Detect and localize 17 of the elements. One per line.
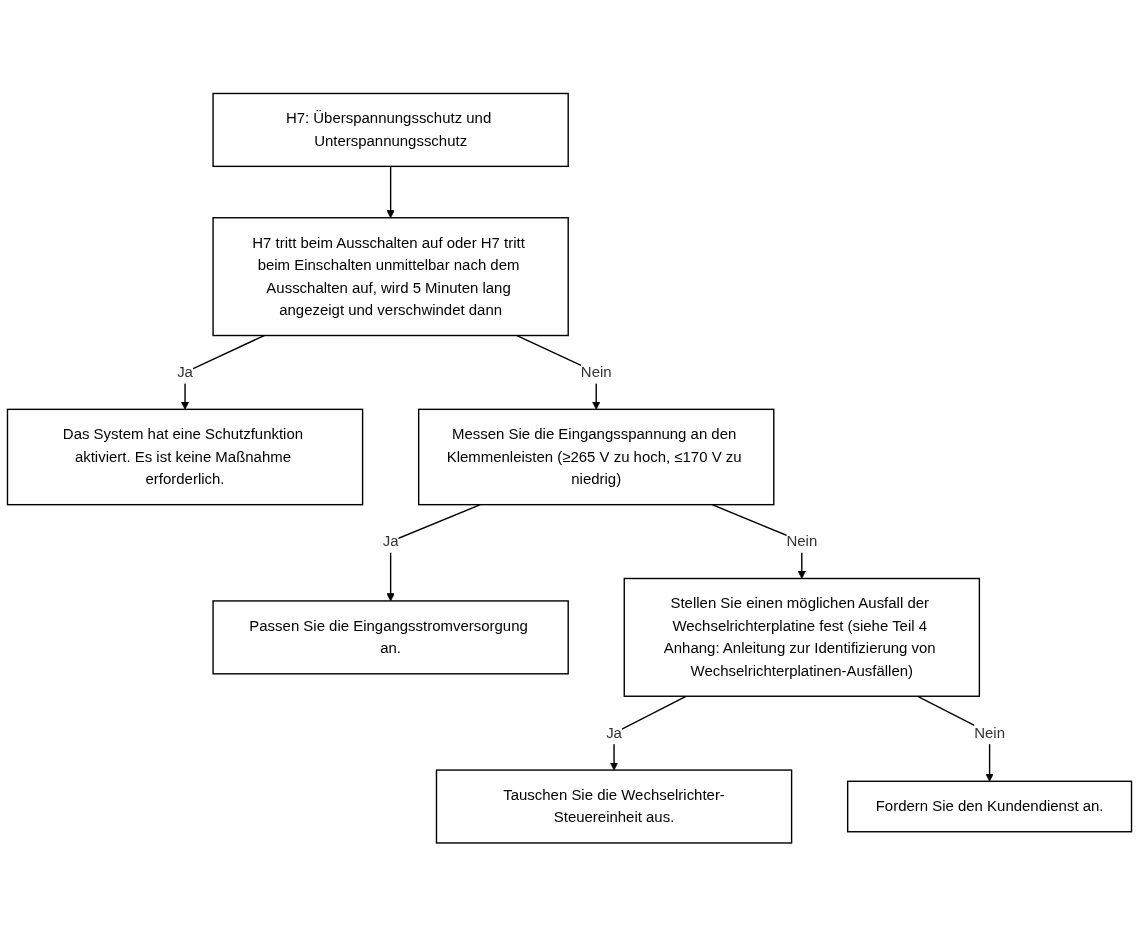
node-box: Fordern Sie den Kundendienst an. bbox=[846, 780, 1133, 833]
node-box: Messen Sie die Eingangsspannung an den Klemmenleisten (≥265 V zu hoch, ≤170 V zu niedrig) bbox=[417, 408, 775, 506]
edge-label: Ja bbox=[177, 364, 193, 381]
edge-label: Nein bbox=[580, 364, 612, 381]
node-box: H7: Überspannungsschutz und Unterspannungsschutz bbox=[212, 93, 569, 168]
arrow bbox=[180, 335, 265, 410]
arrow bbox=[386, 165, 395, 219]
arrow bbox=[386, 504, 482, 602]
node-box: Das System hat eine Schutzfunktion aktiviert. Es ist keine Maßnahme erforderlich. bbox=[6, 408, 364, 506]
edge-label: Ja bbox=[606, 725, 622, 741]
edge-label: Ja bbox=[382, 533, 399, 550]
node-box: Passen Sie die Eingangsstromversorgung an. bbox=[212, 600, 569, 675]
node-box: H7 tritt beim Ausschalten auf oder H7 tritt beim Einschalten unmittelbar nach dem Ausschalten auf, wird 5 Minuten lang angezeigt und verschwindet dann bbox=[212, 217, 569, 337]
node-box: Stellen Sie einen möglichen Ausfall der Wechselrichterplatine fest (siehe Teil 4 Anhang: Anleitung zur Identifizierung von Wechselrichterplatinen-Ausfällen) bbox=[623, 578, 981, 698]
edge-label: Nein bbox=[786, 533, 818, 550]
edge-label: Nein bbox=[974, 725, 1005, 741]
node-box: Tauschen Sie die Wechselrichter-Steuereinheit aus. bbox=[435, 769, 793, 844]
